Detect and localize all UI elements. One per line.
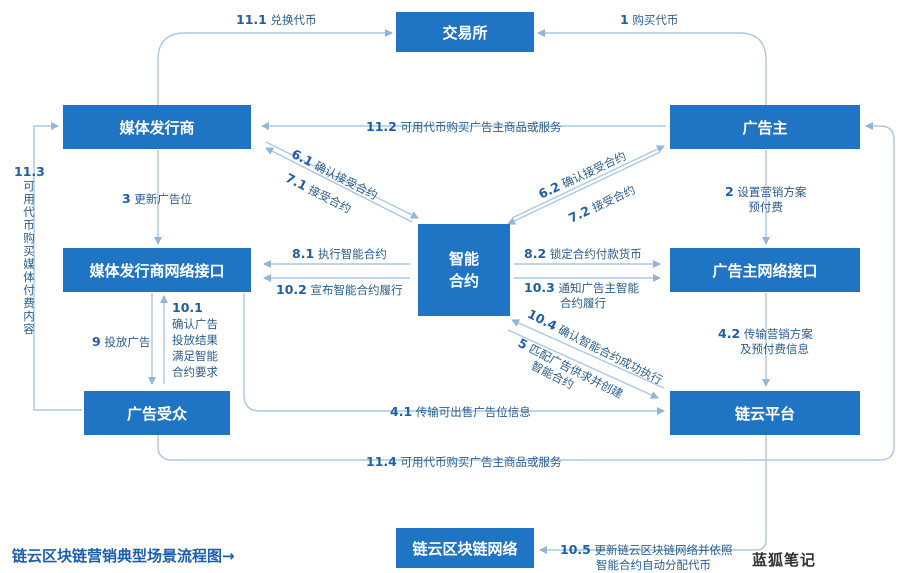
edge-6-1 xyxy=(265,147,413,223)
label-1: 1 购买代币 xyxy=(620,12,679,27)
label-10-3: 10.3 通知广告主智能 合约履行 xyxy=(524,280,639,310)
diagram-caption: 链云区块链营销典型场景流程图→ xyxy=(12,547,235,565)
label-9: 9 投放广告 xyxy=(92,334,151,349)
label-8-2: 8.2 锁定合约付款货币 xyxy=(524,246,642,261)
edge-7-2 xyxy=(507,151,661,225)
label-11-1: 11.1 兑换代币 xyxy=(236,12,317,27)
edge-5 xyxy=(507,329,659,399)
node-advertiser-api: 广告主网络接口 xyxy=(670,248,860,292)
node-audience: 广告受众 xyxy=(84,391,230,435)
label-11-3-num: 11.3 xyxy=(14,164,45,179)
edge-1 xyxy=(537,29,767,105)
label-11-2: 11.2 可用代币购买广告主商品或服务 xyxy=(366,119,562,134)
node-smart-contract: 智能 合约 xyxy=(418,224,510,316)
label-4-2: 4.2 传输营销方案 及预付费信息 xyxy=(718,326,813,356)
node-publisher: 媒体发行商 xyxy=(63,105,251,149)
label-10-1: 10.1 确认广告 投放结果 满足智能 合约要求 xyxy=(172,300,218,379)
edge-10-4 xyxy=(511,319,665,389)
label-11-4: 11.4 可用代币购买广告主商品或服务 xyxy=(366,454,562,469)
edge-11-3 xyxy=(33,122,82,411)
edge-10-5 xyxy=(539,434,767,554)
label-11-3-text: 可用代币购买媒体付费内容 xyxy=(23,179,35,336)
edge-11-4 xyxy=(157,122,895,461)
node-smart-contract-line2: 合约 xyxy=(448,272,479,290)
node-publisher-api: 媒体发行商网络接口 xyxy=(63,248,251,292)
label-4-1: 4.1 传输可出售广告位信息 xyxy=(390,404,531,419)
edge-11-1 xyxy=(157,29,393,105)
watermark: 蓝狐笔记 xyxy=(752,551,817,569)
label-2: 2 设置营销方案 预付费 xyxy=(725,184,807,214)
label-8-1: 8.1 执行智能合约 xyxy=(292,246,387,261)
node-chain: 链云区块链网络 xyxy=(396,528,534,568)
node-advertiser: 广告主 xyxy=(670,105,860,149)
label-10-2: 10.2 宣布智能合约履行 xyxy=(276,282,403,297)
edge-4-1 xyxy=(243,293,665,415)
node-smart-contract-line1: 智能 xyxy=(448,250,479,268)
node-platform: 链云平台 xyxy=(670,391,860,435)
label-3: 3 更新广告位 xyxy=(122,191,192,206)
edge-7-1 xyxy=(265,141,419,219)
node-exchange: 交易所 xyxy=(396,12,534,52)
label-10-5: 10.5 更新链云区块链网络并依照 智能合约自动分配代币 xyxy=(560,542,733,572)
edge-6-2 xyxy=(511,145,665,219)
